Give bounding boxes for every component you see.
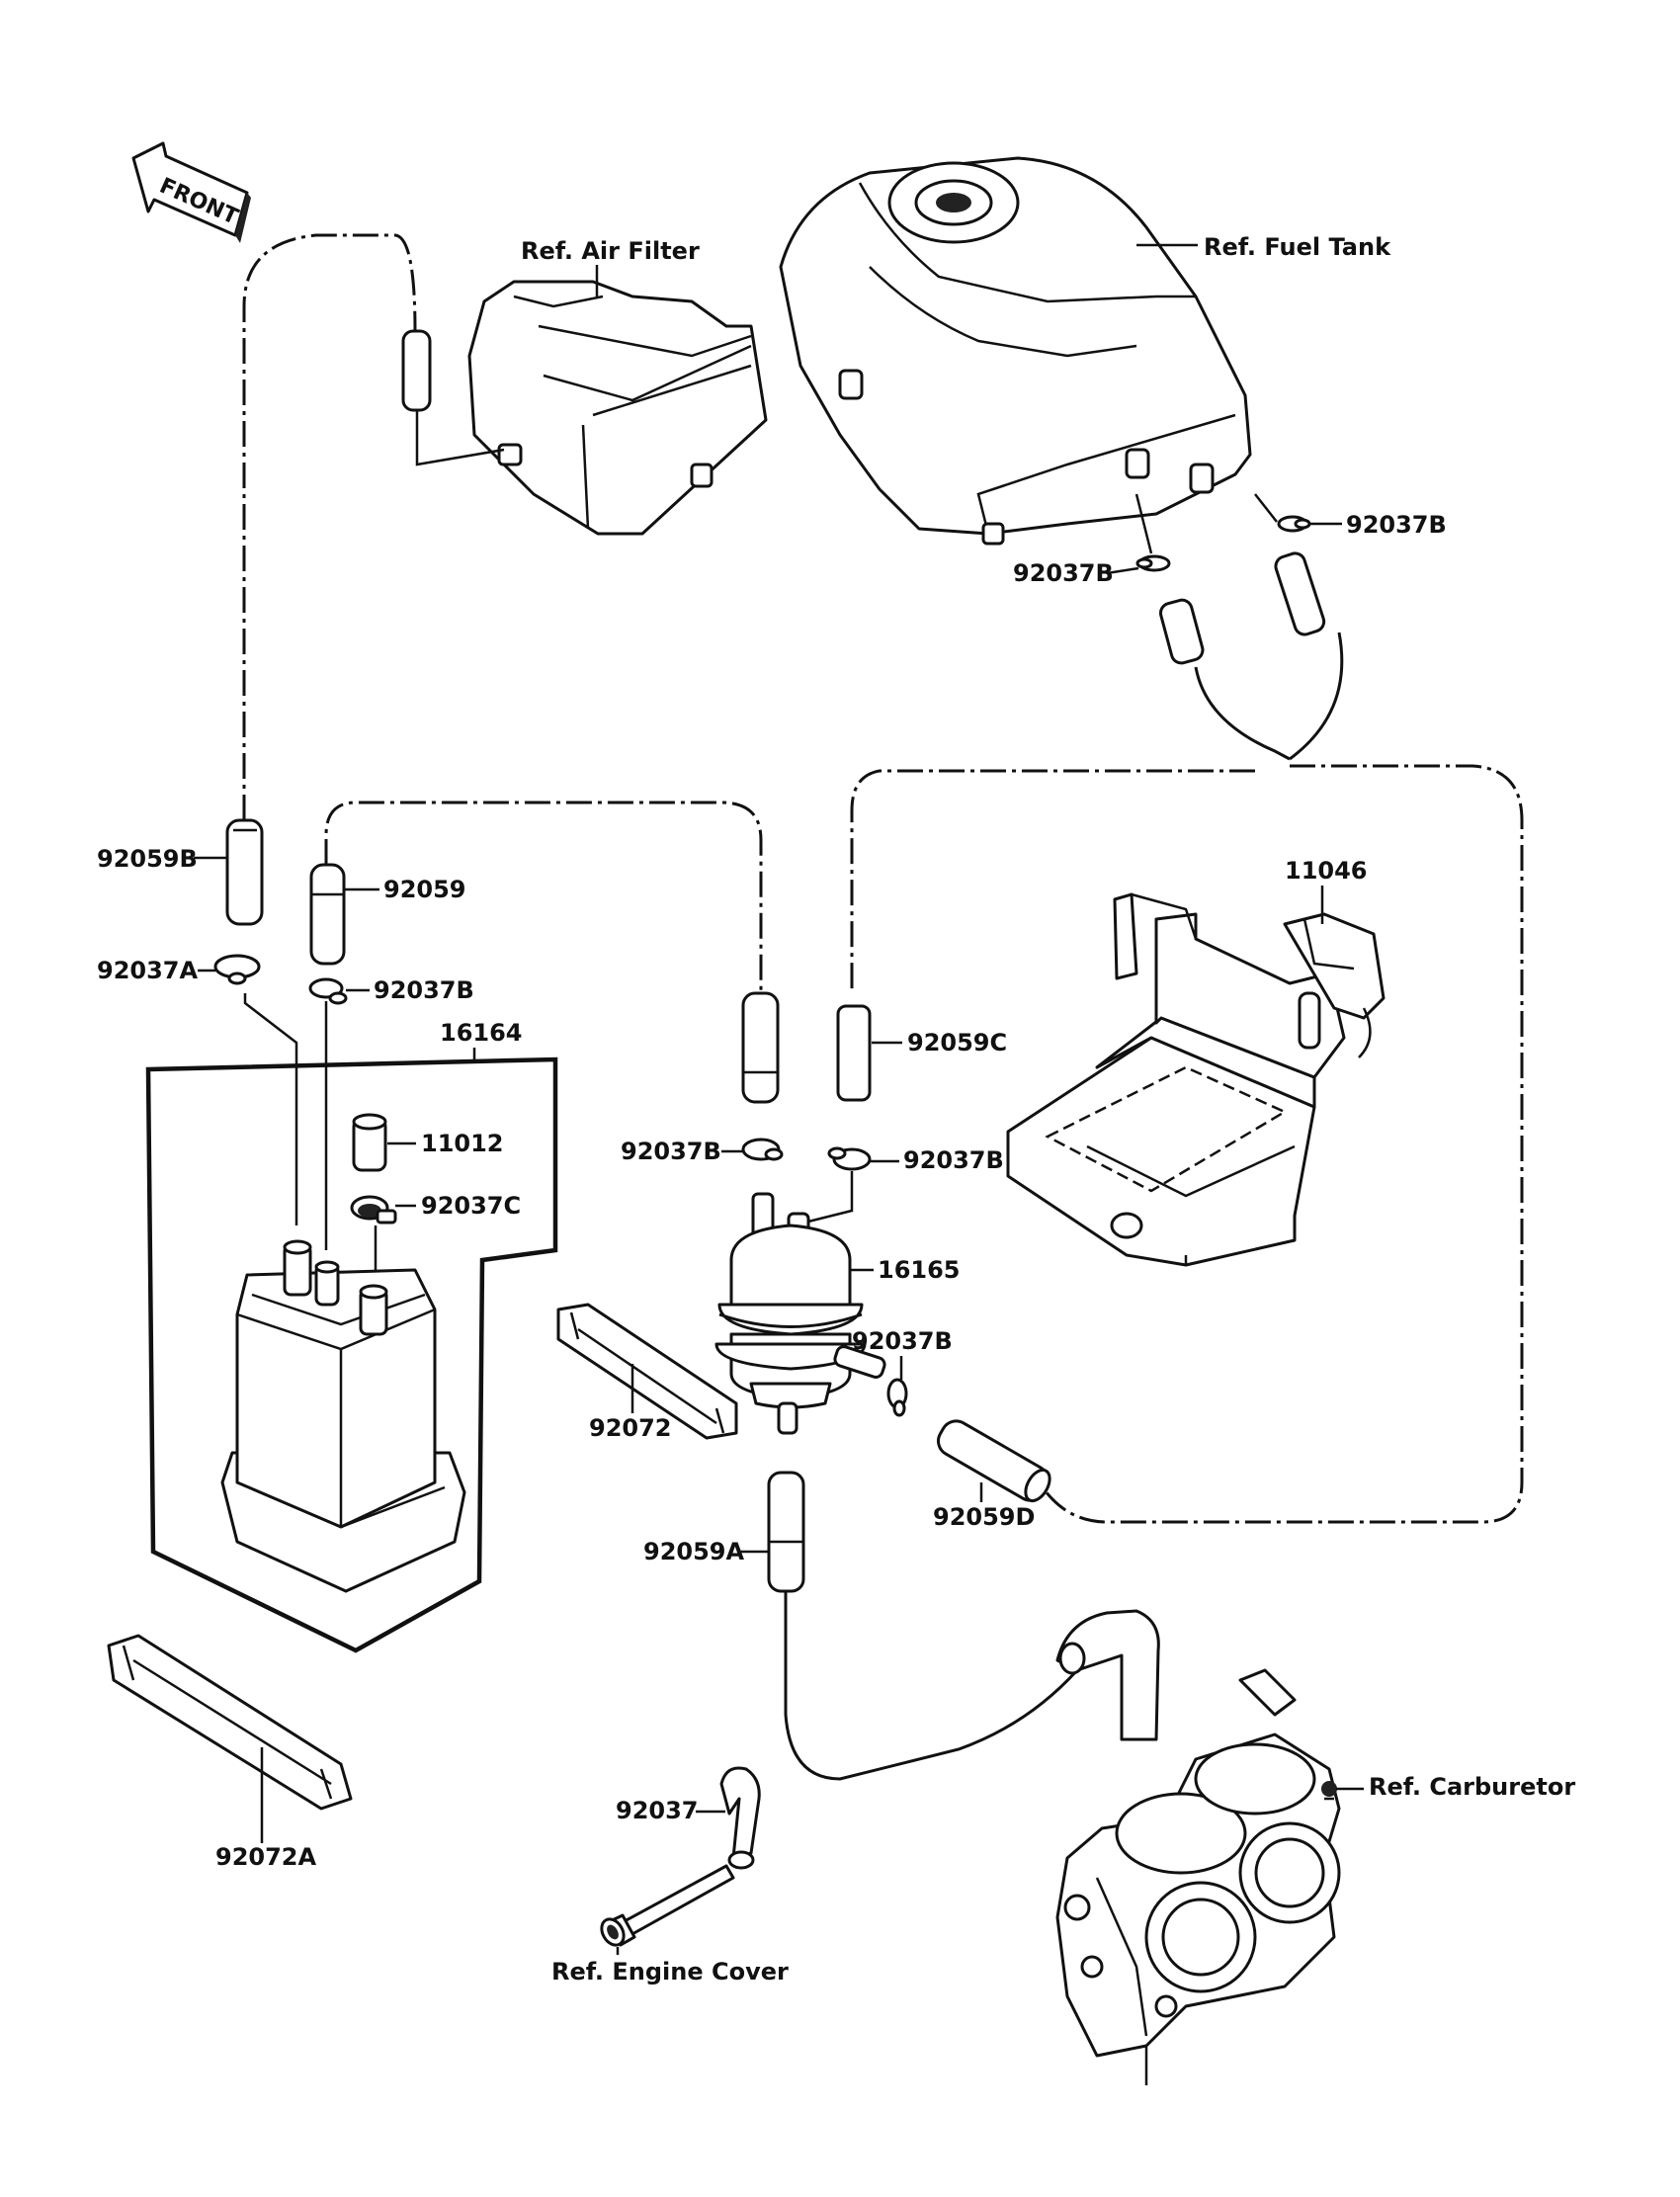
part-92072: 92072 — [589, 1414, 672, 1442]
air-filter-hose-stub — [401, 329, 432, 412]
strap-92072 — [556, 1303, 738, 1440]
tank-hose-stub-right — [1274, 551, 1326, 636]
hose-92059D — [937, 1419, 1051, 1503]
part-92037B-tank-left: 92037B — [1013, 559, 1114, 587]
carburetor-assembly — [1055, 1668, 1341, 2085]
tank-hose-line — [1194, 666, 1291, 761]
charcoal-canister-16164 — [220, 1239, 466, 1593]
part-92037B-filter-left: 92037B — [621, 1138, 721, 1165]
tank-clamp-right — [1277, 515, 1311, 533]
part-92037B-tank-right: 92037B — [1346, 511, 1447, 539]
part-92059C: 92059C — [907, 1029, 1007, 1056]
clip-92037 — [719, 1766, 761, 1870]
clamp-92037B-filter-right — [827, 1146, 872, 1171]
part-92037B-canister: 92037B — [374, 976, 474, 1004]
breather-hose-line — [242, 233, 417, 820]
clamp-92037B-canister — [308, 977, 348, 1005]
air-filter-ref-label: Ref. Air Filter — [521, 237, 700, 265]
part-92072A: 92072A — [215, 1843, 316, 1871]
part-11046: 11046 — [1285, 857, 1368, 885]
fuel-tank — [779, 156, 1252, 546]
tank-hose-stub-left — [1159, 598, 1205, 665]
part-92059A: 92059A — [643, 1538, 744, 1565]
part-92037B-filter-right: 92037B — [903, 1146, 1004, 1174]
carburetor-feed-hose-line — [784, 1591, 1079, 1781]
hose-92059B — [225, 818, 264, 926]
hose-92059A — [767, 1471, 805, 1593]
canister-hose-line — [324, 801, 763, 993]
part-92037: 92037 — [616, 1797, 699, 1824]
hose-92059 — [309, 863, 346, 966]
clamp-92037B-filter-outlet — [886, 1378, 908, 1417]
part-92059D: 92059D — [933, 1503, 1035, 1531]
hose-92059C — [836, 1004, 872, 1102]
cap-11012 — [352, 1113, 387, 1172]
strap-92072A — [107, 1634, 353, 1811]
part-16164: 16164 — [440, 1019, 523, 1047]
part-11012: 11012 — [421, 1130, 504, 1157]
part-92037B-filter-outlet: 92037B — [852, 1327, 953, 1355]
part-16165: 16165 — [878, 1256, 961, 1284]
tank-clamp-left — [1135, 554, 1171, 572]
engine-cover-ref-label: Ref. Engine Cover — [551, 1958, 789, 1986]
hose-left-filter-inlet — [741, 991, 780, 1104]
part-92037C: 92037C — [421, 1192, 521, 1220]
engine-cover-bolt — [600, 1864, 735, 1947]
canister-group-outline — [145, 1056, 558, 1653]
clamp-92037A — [213, 954, 261, 985]
return-hose-loop — [850, 769, 1255, 993]
carburetor-ref-label: Ref. Carburetor — [1369, 1773, 1575, 1801]
fuel-filter-16165 — [714, 1192, 886, 1435]
carburetor-hose-elbow — [1055, 1609, 1160, 1741]
part-92059: 92059 — [383, 876, 466, 903]
part-92037A: 92037A — [97, 957, 198, 984]
front-arrow-icon: FRONT — [131, 141, 251, 243]
clamp-92037B-filter-left — [741, 1138, 784, 1161]
clamp-92037C — [350, 1195, 397, 1225]
part-92059B: 92059B — [97, 845, 198, 873]
bracket-tray-11046 — [1006, 892, 1386, 1267]
air-filter-housing — [467, 280, 768, 536]
fuel-tank-ref-label: Ref. Fuel Tank — [1204, 233, 1391, 261]
